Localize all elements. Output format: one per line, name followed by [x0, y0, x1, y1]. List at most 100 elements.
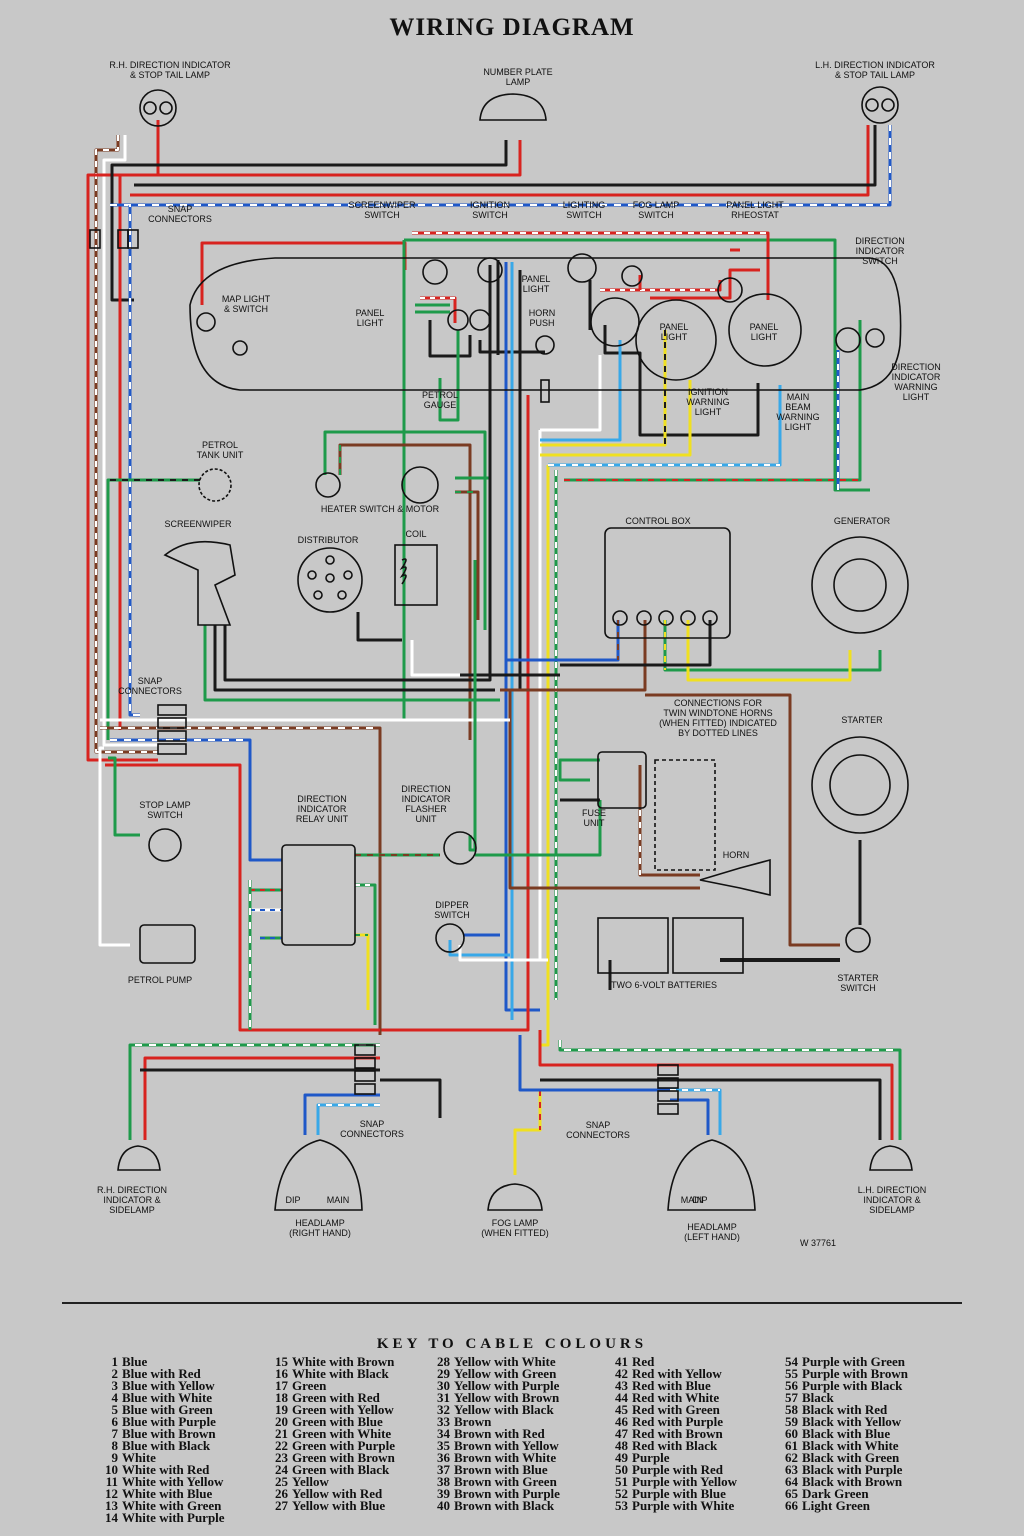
label-fog-lamp: (WHEN FITTED) — [481, 1228, 549, 1238]
headlamp-rh — [274, 1139, 363, 1211]
label-generator: GENERATOR — [834, 516, 891, 526]
key-number: 15 — [275, 1354, 288, 1369]
key-colour: Purple — [632, 1450, 670, 1465]
snap-connector — [89, 229, 101, 249]
key-number: 38 — [437, 1474, 450, 1489]
label-flasher-unit: INDICATOR — [402, 794, 451, 804]
label-direction-indicator-switch: DIRECTION — [855, 236, 905, 246]
label-snap-connectors-top: CONNECTORS — [148, 214, 212, 224]
key-number: 64 — [785, 1474, 798, 1489]
key-number: 1 — [111, 1354, 119, 1369]
label-relay-unit: RELAY UNIT — [296, 814, 349, 824]
label-screenwiper-switch: SWITCH — [364, 210, 400, 220]
key-number: 41 — [615, 1354, 628, 1369]
key-number: 43 — [615, 1378, 628, 1393]
dashboard — [189, 257, 902, 391]
key-number: 22 — [275, 1438, 288, 1453]
key-colour: Purple with Green — [802, 1354, 906, 1369]
label-panel-light-left: LIGHT — [357, 318, 384, 328]
key-colour: Black with Purple — [802, 1462, 903, 1477]
label-flasher-unit: UNIT — [416, 814, 437, 824]
key-number: 46 — [615, 1414, 628, 1429]
key-colour: White with Yellow — [122, 1474, 224, 1489]
label-fog-lamp-switch: FOG LAMP — [633, 200, 680, 210]
label-direction-indicator-switch: SWITCH — [862, 256, 898, 266]
petrol-pump — [139, 924, 196, 964]
label-lh-sidelamp: INDICATOR & — [863, 1195, 920, 1205]
label-direction-indicator-warning: LIGHT — [903, 392, 930, 402]
label-panel-light-rheostat: PANEL LIGHT — [726, 200, 784, 210]
key-title: KEY TO CABLE COLOURS — [376, 1336, 648, 1352]
label-dipper-switch: DIPPER — [435, 900, 469, 910]
label-ignition-warning: LIGHT — [695, 407, 722, 417]
key-number: 24 — [275, 1462, 288, 1477]
key-colour: White with Blue — [122, 1486, 213, 1501]
label-map-light: & SWITCH — [224, 304, 268, 314]
label-horn-push: PUSH — [529, 318, 554, 328]
label-control-box: CONTROL BOX — [625, 516, 690, 526]
key-number: 62 — [785, 1450, 798, 1465]
label-panel-light-b: PANEL — [750, 322, 779, 332]
horn — [699, 858, 771, 897]
key-number: 10 — [105, 1462, 118, 1477]
key-colour: Black with White — [802, 1438, 899, 1453]
label-petrol-tank-unit: TANK UNIT — [197, 450, 244, 460]
label-main: MAIN — [681, 1195, 704, 1205]
key-number: 65 — [785, 1486, 798, 1501]
components — [89, 86, 913, 1211]
key-number: 49 — [615, 1450, 628, 1465]
label-ignition-warning: IGNITION — [688, 387, 728, 397]
generator — [811, 536, 909, 634]
key-colour: Brown with Purple — [454, 1486, 560, 1501]
label-batteries: TWO 6-VOLT BATTERIES — [611, 980, 717, 990]
key-number: 47 — [615, 1426, 628, 1441]
key-colour: Red with Green — [632, 1402, 720, 1417]
label-starter-switch: SWITCH — [840, 983, 876, 993]
key-colour: Light Green — [802, 1498, 871, 1513]
rh-sidelamp — [117, 1145, 161, 1171]
label-ignition-switch: SWITCH — [472, 210, 508, 220]
label-panel-light-mid: PANEL — [522, 274, 551, 284]
label-panel-light-b: LIGHT — [751, 332, 778, 342]
label-fuse-unit: UNIT — [584, 818, 605, 828]
key-colour: Green with Blue — [292, 1414, 383, 1429]
label-lh-indicator: L.H. DIRECTION INDICATOR — [815, 60, 935, 70]
label-stop-lamp-switch: STOP LAMP — [139, 800, 190, 810]
label-screenwiper-switch: SCREENWIPER — [348, 200, 416, 210]
key-colour: Red — [632, 1354, 655, 1369]
label-starter: STARTER — [841, 715, 883, 725]
key-number: 66 — [785, 1498, 798, 1513]
label-fuse-unit: FUSE — [582, 808, 606, 818]
label-flasher-unit: FLASHER — [405, 804, 447, 814]
label-dip: DIP — [285, 1195, 300, 1205]
key-number: 11 — [105, 1474, 118, 1489]
label-snap-connectors-low-l: SNAP — [360, 1119, 385, 1129]
label-main-beam-warning: LIGHT — [785, 422, 812, 432]
key-colour: White — [122, 1450, 156, 1465]
label-snap-connectors-mid: SNAP — [138, 676, 163, 686]
key-number: 26 — [275, 1486, 288, 1501]
battery — [672, 917, 744, 974]
label-direction-indicator-switch: INDICATOR — [856, 246, 905, 256]
key-number: 63 — [785, 1462, 798, 1477]
key-number: 21 — [275, 1426, 288, 1441]
